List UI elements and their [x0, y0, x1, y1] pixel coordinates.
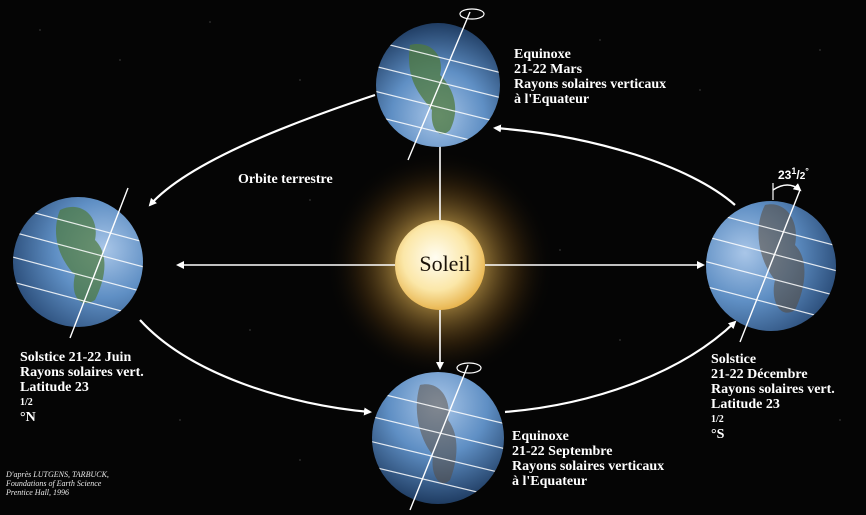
sun: [395, 220, 485, 310]
solstice-june-label: Solstice 21-22 Juin Rayons solaires vert…: [20, 350, 144, 425]
earth-june-solstice: [13, 187, 143, 339]
tilt-angle-label: 231/2°: [778, 166, 809, 182]
equinox-march-label: Equinoxe 21-22 Mars Rayons solaires vert…: [514, 47, 667, 107]
sun-label: Soleil: [419, 251, 471, 276]
spin-arrow: [459, 8, 485, 20]
continent-shape: [409, 44, 456, 134]
earth-axis: [409, 364, 469, 511]
continent-shape: [758, 204, 805, 313]
spin-arrow: [456, 362, 482, 374]
source-credit: D'après LUTGENS, TARBUCK, Foundations of…: [6, 470, 109, 497]
earth-september-equinox: [372, 362, 504, 511]
solstice-december-label: Solstice 21-22 Décembre Rayons solaires …: [711, 352, 835, 442]
orbit-arc-june-to-september: [139, 319, 372, 416]
orbit-arc-march-to-june: [148, 93, 376, 207]
tilt-angle-arc: [772, 183, 802, 192]
continent-shape: [416, 384, 457, 484]
equinox-september-label: Equinoxe 21-22 Septembre Rayons solaires…: [512, 429, 665, 489]
orbit-label: Orbite terrestre: [238, 172, 333, 187]
orbit-path: [139, 93, 737, 416]
earth-axis: [69, 187, 129, 339]
earth-march-equinox: [376, 8, 500, 161]
earth-axis: [407, 11, 471, 161]
orbit-arc-december-to-march: [493, 124, 736, 206]
earth-december-solstice: [706, 183, 836, 343]
orbit-arc-september-to-december: [504, 320, 737, 414]
starfield: [39, 21, 841, 471]
earth-axis: [739, 189, 801, 343]
